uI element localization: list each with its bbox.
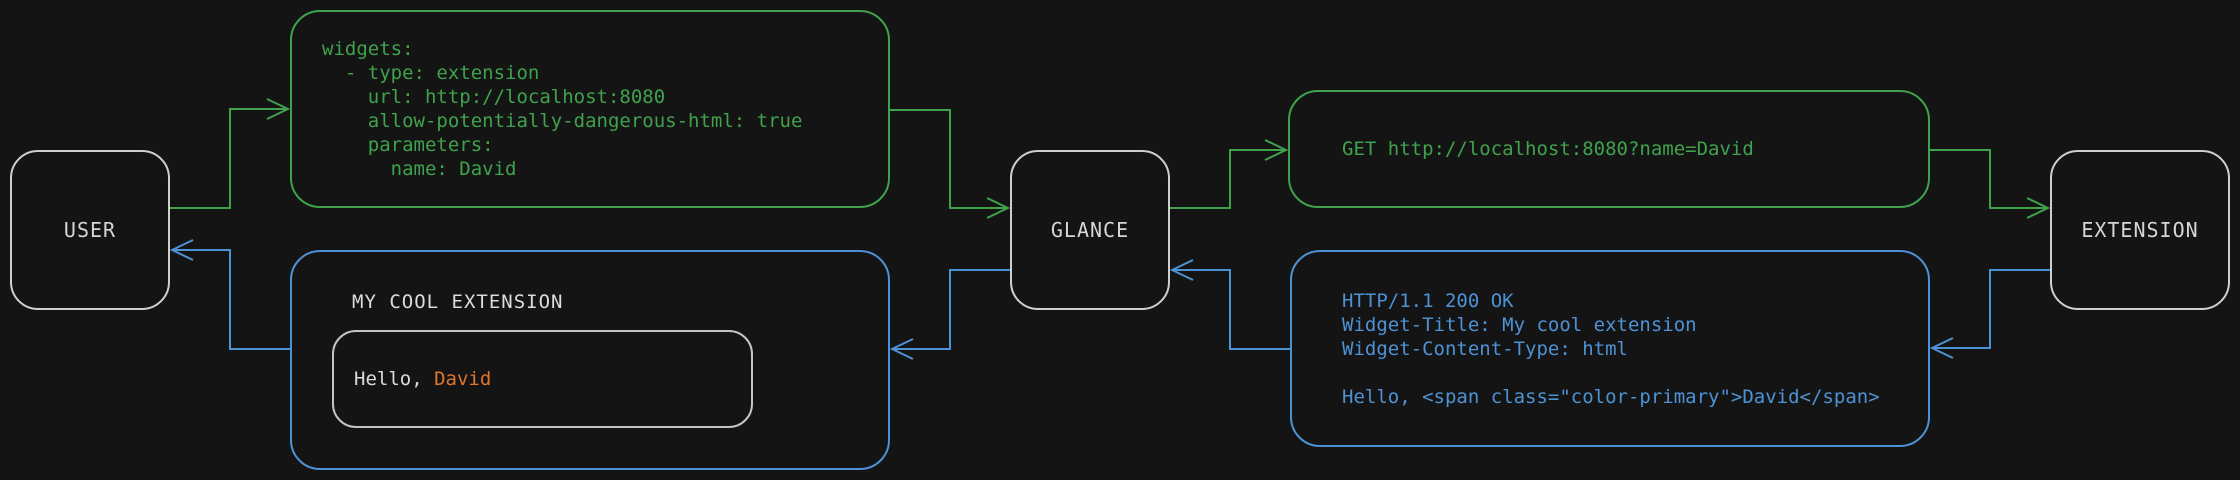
user-node-label: USER xyxy=(63,218,117,242)
connector-response-to-glance xyxy=(1172,270,1290,350)
connector-config-to-glance xyxy=(890,109,1008,208)
extension-node: EXTENSION xyxy=(2050,150,2230,310)
connector-widget-to-user xyxy=(172,250,290,350)
glance-node: GLANCE xyxy=(1010,150,1170,310)
rendered-widget-title: MY COOL EXTENSION xyxy=(352,291,564,313)
greeting-name: David xyxy=(434,368,492,390)
http-response-code: HTTP/1.1 200 OK Widget-Title: My cool ex… xyxy=(1342,289,1880,408)
http-request-code: GET http://localhost:8080?name=David xyxy=(1342,138,1754,160)
greeting-prefix: Hello, xyxy=(354,368,435,390)
rendered-widget-box: MY COOL EXTENSION Hello, David xyxy=(290,250,890,470)
http-response-box: HTTP/1.1 200 OK Widget-Title: My cool ex… xyxy=(1290,250,1930,447)
connector-glance-to-widget xyxy=(892,269,1010,349)
widget-config-code: widgets: - type: extension url: http://l… xyxy=(322,38,803,180)
glance-node-label: GLANCE xyxy=(1050,218,1130,242)
greeting-box: Hello, David xyxy=(332,330,753,428)
connector-extension-to-response xyxy=(1932,269,2050,348)
connector-glance-to-request xyxy=(1170,150,1286,209)
widget-config-box: widgets: - type: extension url: http://l… xyxy=(290,10,890,208)
user-node: USER xyxy=(10,150,170,310)
http-request-box: GET http://localhost:8080?name=David xyxy=(1288,90,1930,208)
connector-request-to-extension xyxy=(1930,149,2048,208)
extension-node-label: EXTENSION xyxy=(2081,218,2199,242)
connector-user-to-config xyxy=(170,109,288,209)
